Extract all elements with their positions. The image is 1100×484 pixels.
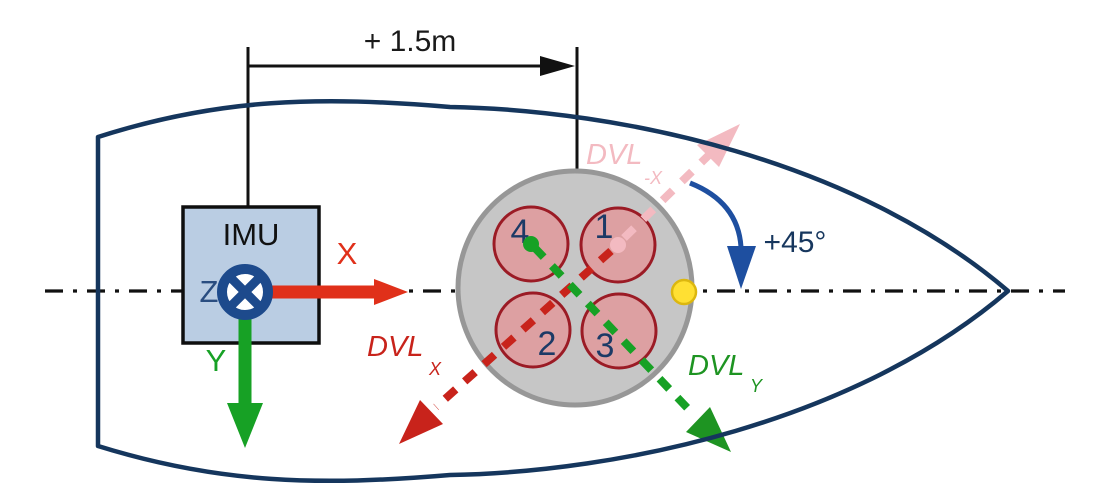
transducer-circle-2 [494, 291, 572, 369]
imu-z-axis-label: Z [200, 274, 219, 309]
dvl-negx-axis-line [621, 149, 715, 241]
dimension-arrowhead-icon [540, 56, 575, 76]
rotation-arrowhead-icon [727, 246, 756, 289]
dvl-x-origin-dot [610, 237, 626, 253]
imu-y-arrowhead-icon [227, 403, 263, 448]
dvl-negx-label-sub: -X [644, 168, 663, 188]
dvl-y-origin-dot [523, 236, 539, 252]
transducer-label-1: 1 [595, 208, 614, 246]
rotation-arc-arrow [689, 180, 744, 248]
dvl-y-axis-line [531, 244, 697, 418]
transducer-label-2: 2 [538, 325, 557, 363]
transducer-circle-3 [580, 292, 658, 370]
dvl-y-arrowhead-icon [686, 407, 731, 452]
dvl-x-label: DVL [367, 331, 423, 363]
dvl-y-label-sub: Y [750, 376, 764, 396]
transducer-label-3: 3 [596, 327, 615, 365]
imu-z-into-page-icon [217, 264, 273, 320]
dvl-y-label: DVL [688, 350, 744, 382]
dvl-negx-label: DVL [586, 139, 642, 171]
rotation-angle-label: +45° [764, 226, 827, 259]
hull-outline [95, 98, 1011, 484]
dimension-label: + 1.5m [364, 25, 457, 58]
yellow-marker-dot [670, 278, 698, 306]
imu-label: IMU [223, 217, 280, 252]
dvl-x-arrowhead-icon [399, 400, 443, 444]
imu-x-arrowhead-icon [374, 279, 408, 305]
imu-y-axis-label: Y [206, 343, 227, 378]
dvl-x-label-sub: X [428, 359, 442, 379]
imu-x-axis-label: X [337, 236, 358, 271]
dvl-x-axis-line [433, 248, 614, 410]
